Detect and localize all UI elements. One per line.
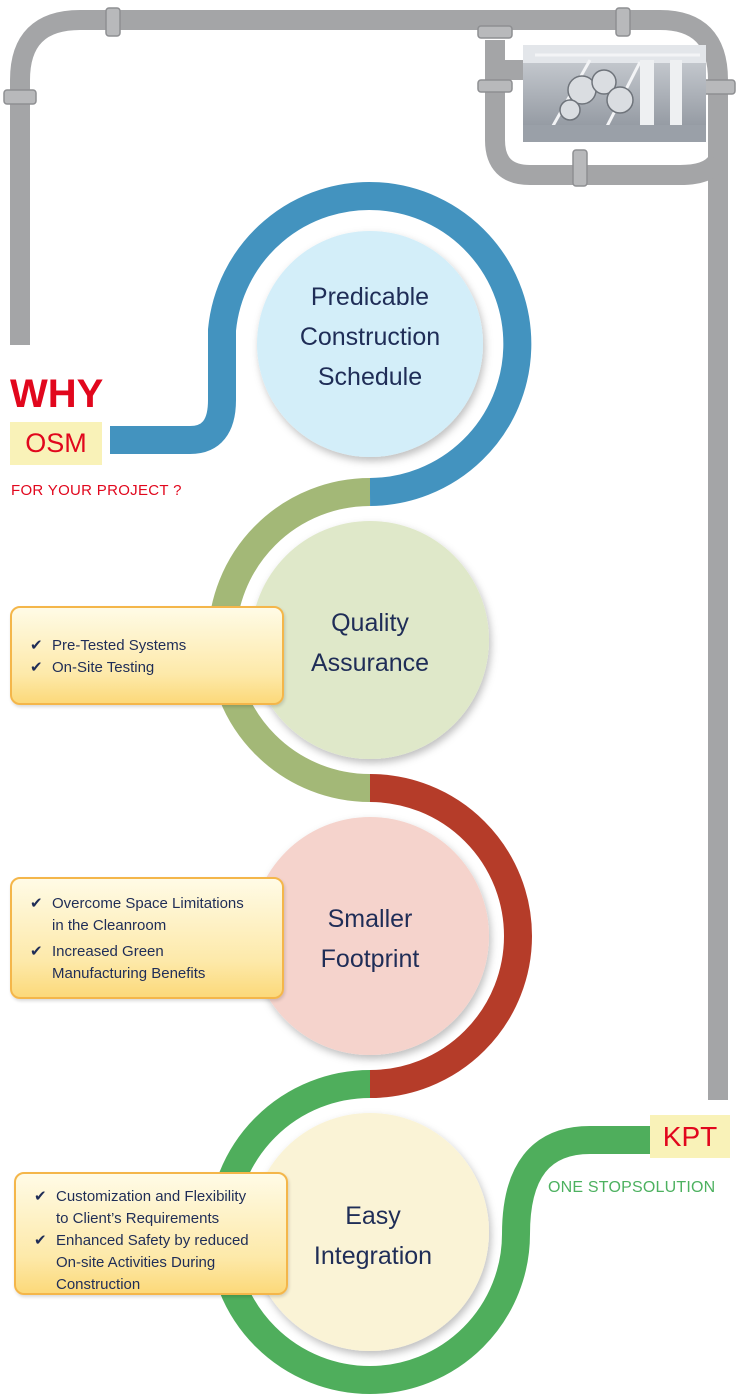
footer-kpt: KPT xyxy=(662,1121,718,1152)
check-icon: ✔ xyxy=(30,943,43,960)
footer-tagline: ONE STOPSOLUTION xyxy=(548,1179,716,1196)
check-icon: ✔ xyxy=(34,1232,47,1249)
list-item: ✔Pre-Tested Systems xyxy=(26,635,282,657)
flow-segment-4 xyxy=(208,1070,650,1395)
stage-label-3: Smaller Footprint xyxy=(320,905,420,973)
heading-osm: OSM xyxy=(25,428,87,458)
check-icon: ✔ xyxy=(30,659,43,676)
flow-segment-3 xyxy=(369,774,532,1098)
stage-label-2: Quality Assurance xyxy=(310,609,430,677)
osm-highlight xyxy=(10,422,102,465)
stage-circles xyxy=(251,231,489,1351)
flow-path xyxy=(110,182,650,1395)
pipe-photo xyxy=(523,45,706,142)
check-icon: ✔ xyxy=(30,895,43,912)
kpt-highlight xyxy=(650,1115,730,1158)
stage-label-4: Easy Integration xyxy=(313,1202,433,1270)
check-icon: ✔ xyxy=(34,1188,47,1205)
flow-segment-1 xyxy=(110,182,532,506)
stage-circle-1 xyxy=(257,231,483,457)
heading-subtitle: FOR YOUR PROJECT ? xyxy=(11,482,182,499)
stage-circle-4 xyxy=(251,1113,489,1351)
stage-label-1: Predicable Construction Schedule xyxy=(299,283,441,391)
check-icon: ✔ xyxy=(30,637,43,654)
stage-circle-3 xyxy=(251,817,489,1055)
callout-quality: ✔Pre-Tested Systems ✔On-Site Testing xyxy=(10,606,284,705)
heading-why: WHY xyxy=(10,372,104,416)
list-item: ✔On-Site Testing xyxy=(26,657,282,679)
stage-circle-2 xyxy=(251,521,489,759)
